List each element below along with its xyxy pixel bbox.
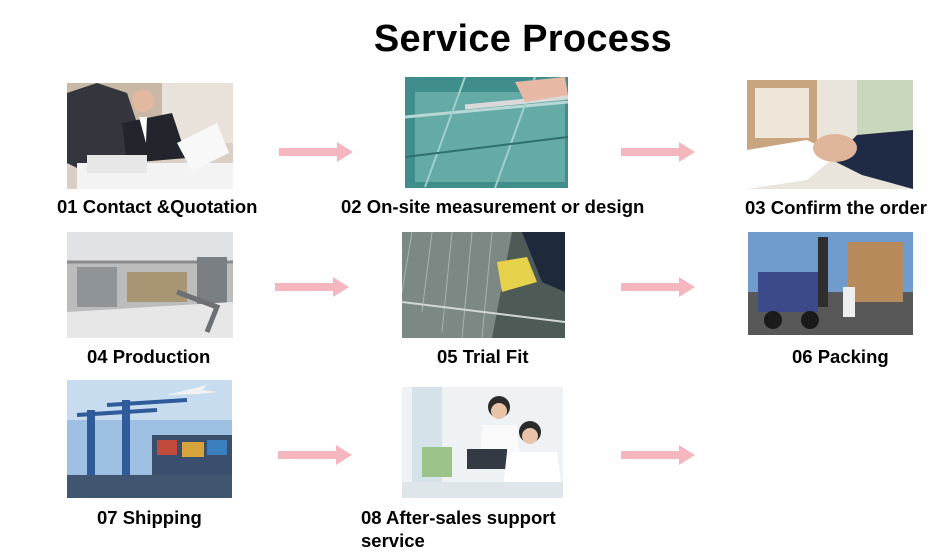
arrow-right-icon <box>621 445 695 465</box>
step-5-label: 05 Trial Fit <box>437 346 529 367</box>
step-7-label: 07 Shipping <box>97 507 202 528</box>
step-2-label: 02 On-site measurement or design <box>341 196 645 217</box>
step-8-label: 08 After-sales support <box>361 507 556 528</box>
step-4-image <box>67 232 233 338</box>
arrow-right-icon <box>278 445 352 465</box>
page-title: Service Process <box>373 18 673 60</box>
step-8-label-line2: service <box>361 530 425 551</box>
step-6-image <box>748 232 913 335</box>
step-1-image <box>67 83 233 189</box>
step-1-label: 01 Contact &Quotation <box>57 196 258 217</box>
arrow-right-icon <box>275 277 349 297</box>
step-7-image <box>67 380 232 498</box>
step-8-image <box>402 387 563 498</box>
step-6-label: 06 Packing <box>792 346 889 367</box>
step-5-image <box>402 232 565 338</box>
arrow-right-icon <box>279 142 353 162</box>
step-2-image <box>405 77 568 188</box>
step-3-image <box>747 80 913 189</box>
step-4-label: 04 Production <box>87 346 211 367</box>
arrow-right-icon <box>621 277 695 297</box>
arrow-right-icon <box>621 142 695 162</box>
step-3-label: 03 Confirm the order <box>745 197 927 218</box>
